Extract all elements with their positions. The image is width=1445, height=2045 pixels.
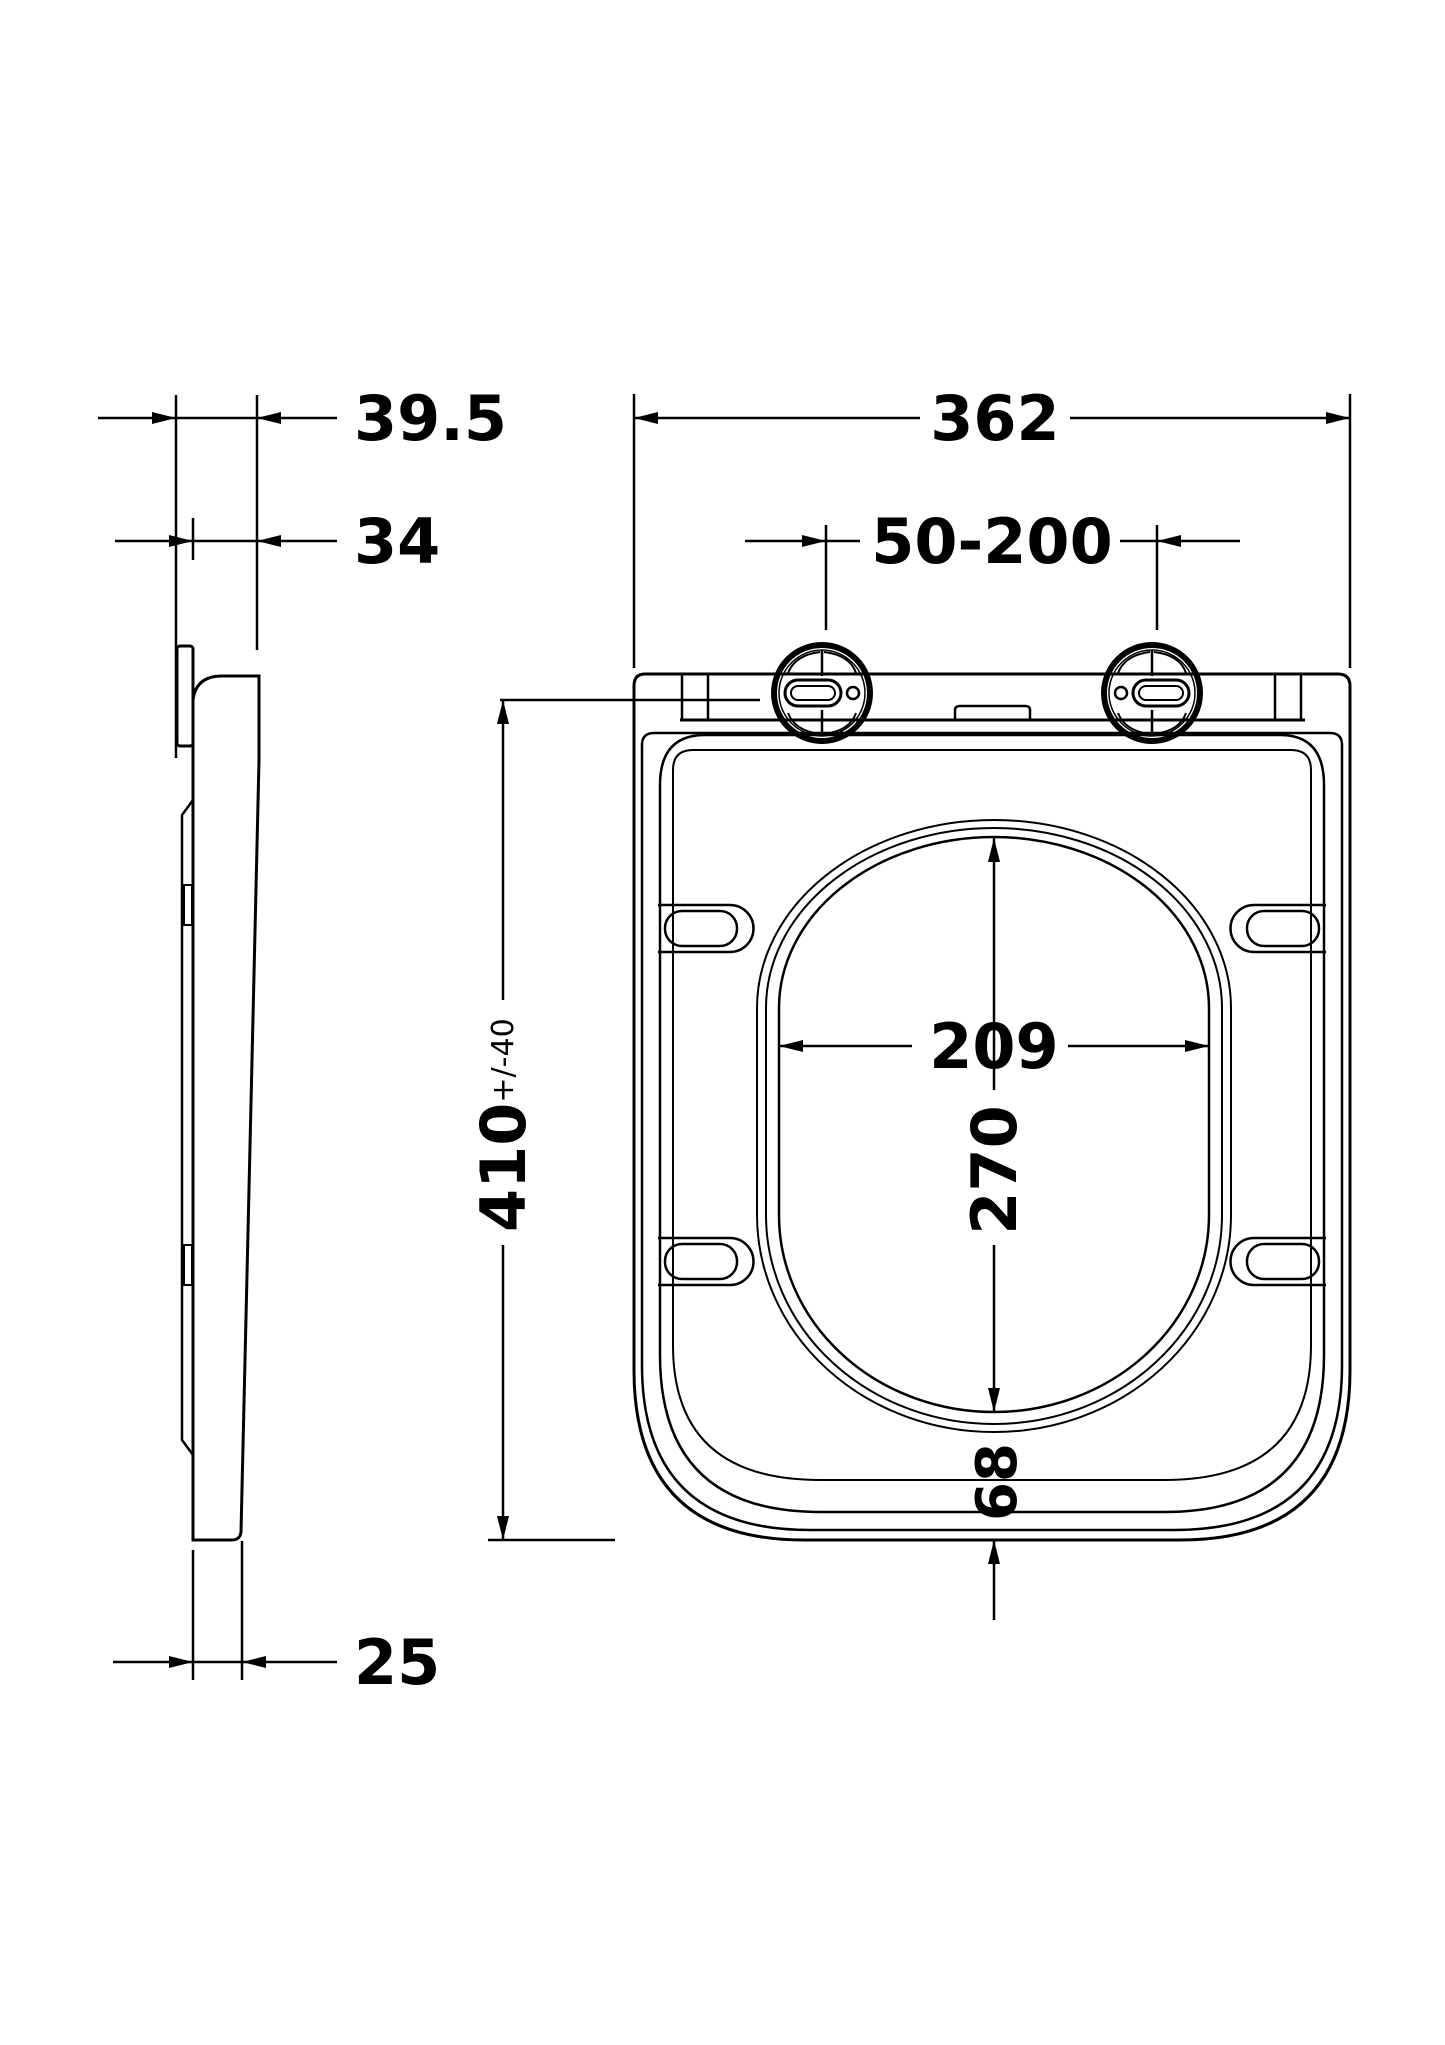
lid-underside-outline: [658, 733, 1326, 1514]
label-opening-width: 209: [929, 1010, 1058, 1083]
centre-latch: [953, 704, 1032, 720]
side-underside-line: [180, 799, 195, 1456]
label-body-depth: 34: [354, 505, 440, 578]
left-hinge-post: [680, 672, 710, 722]
label-opening-length: 270: [958, 1105, 1031, 1234]
buffer-bottom-left: [658, 1236, 755, 1287]
label-overall-depth: 39.5: [354, 382, 507, 455]
buffer-bottom-right: [1229, 1236, 1326, 1287]
front-view: [488, 394, 1352, 1620]
right-hinge-bolt: [1101, 642, 1203, 744]
seat-opening-inner: [777, 835, 1211, 1414]
seat-opening-outer: [756, 819, 1232, 1433]
side-buffer-bottom: [183, 1244, 193, 1286]
side-buffer-top: [183, 884, 193, 926]
side-hinge-block: [175, 644, 195, 748]
side-body-profile: [191, 674, 261, 1542]
label-hinge-spacing: 50-200: [871, 505, 1112, 578]
label-front-rim: 68: [965, 1443, 1030, 1521]
label-overall-width: 362: [930, 382, 1059, 455]
seat-outer-outline: [632, 672, 1352, 1542]
buffer-top-right: [1229, 903, 1326, 954]
label-front-thickness: 25: [354, 1626, 440, 1699]
label-overall-length-group: 410+/-40: [467, 1018, 540, 1232]
buffer-top-left: [658, 903, 755, 954]
label-overall-length: 410: [467, 1103, 540, 1232]
svg-text:410+/-40: 410+/-40: [467, 1018, 540, 1232]
left-hinge-bolt: [771, 642, 873, 744]
seat-inner-frame: [640, 731, 1344, 1532]
right-hinge-post: [1273, 672, 1303, 722]
seat-opening-ring: [765, 827, 1223, 1425]
lid-underside-inner: [672, 749, 1312, 1481]
side-view: [98, 395, 337, 1680]
label-length-tolerance: +/-40: [486, 1018, 521, 1102]
